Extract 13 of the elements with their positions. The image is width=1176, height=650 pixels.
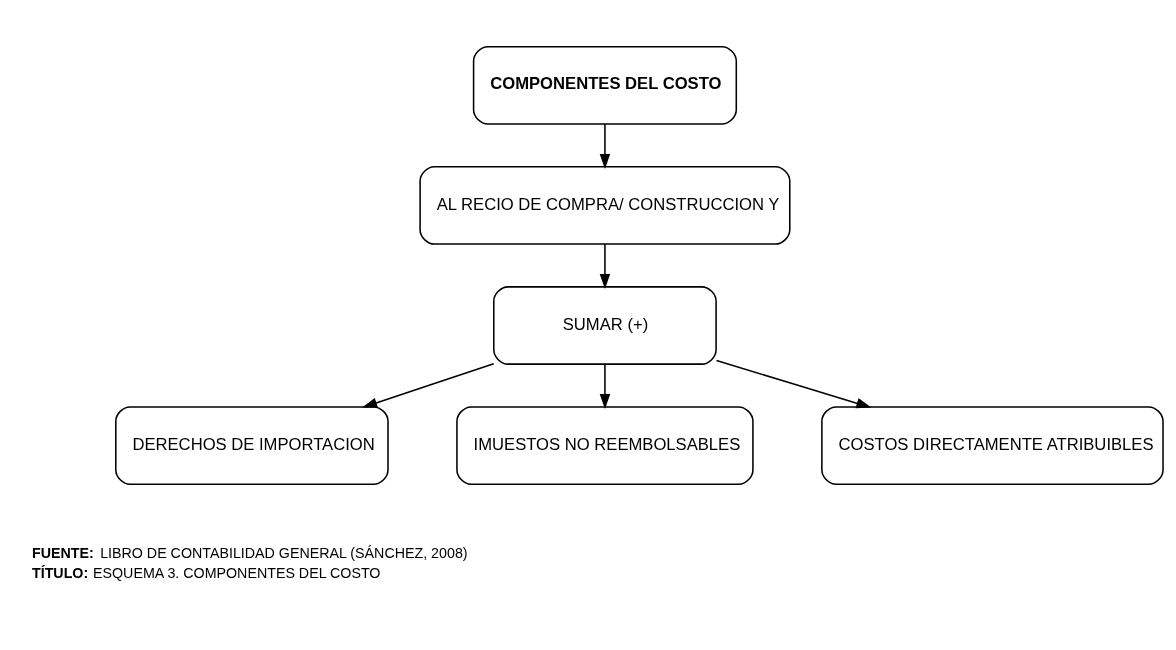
arrow — [599, 122, 611, 169]
arrow — [599, 242, 611, 289]
node-box: COSTOS DIRECTAMENTE ATRIBUIBLES — [821, 405, 1164, 485]
node-box: COMPONENTES DEL COSTO — [472, 45, 738, 125]
node-box: SUMAR (+) — [493, 285, 717, 365]
label: TÍTULO: ESQUEMA 3. COMPONENTES DEL COSTO — [32, 564, 381, 581]
arrow — [362, 362, 495, 408]
arrow — [715, 359, 872, 408]
label: FUENTE: LIBRO DE CONTABILIDAD GENERAL (SÁNCHEZ, 2008) — [32, 544, 468, 561]
node-box: DERECHOS DE IMPORTACION — [115, 405, 389, 485]
arrow — [599, 362, 611, 409]
node-box: AL RECIO DE COMPRA/ CONSTRUCCION Y — [419, 165, 791, 245]
node-box: IMUESTOS NO REEMBOLSABLES — [456, 405, 754, 485]
